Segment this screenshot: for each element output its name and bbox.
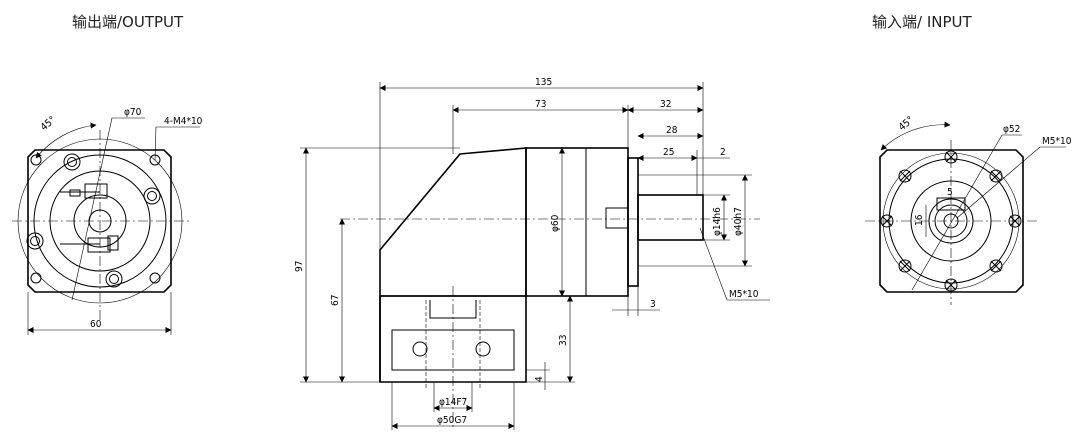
shaft-25-label: 25	[663, 147, 674, 158]
side-view: 135 73 32 28 25 2 φ60 φ14h6 φ40h7 M5*10	[294, 77, 770, 430]
body-length-label: 73	[535, 99, 546, 110]
output-view: 45° φ70 4-M4*10 60	[12, 107, 203, 335]
height-33-label: 33	[558, 335, 569, 346]
shaft-28-label: 28	[666, 125, 678, 136]
bore-diameter-label: φ14F7	[439, 397, 467, 408]
output-width-label: 60	[90, 319, 102, 330]
height-67-label: 67	[330, 295, 341, 306]
input-angle-label: 45°	[897, 115, 916, 134]
pilot-diameter-label: φ40h7	[733, 207, 744, 236]
flange-3-label: 3	[650, 299, 656, 310]
input-view: 45° φ52 M5*10 16 5	[865, 115, 1072, 305]
output-title: 输出端/OUTPUT	[72, 13, 184, 31]
input-length-label: 32	[660, 99, 671, 110]
spigot-diameter-label: φ50G7	[437, 415, 467, 426]
overall-length-label: 135	[535, 77, 552, 88]
height-97-label: 97	[294, 261, 305, 272]
input-thread-label: M5*10	[1042, 136, 1072, 147]
shaft-2-label: 2	[720, 147, 726, 158]
input-key-5-label: 5	[947, 187, 953, 198]
thread-label: M5*10	[729, 289, 759, 300]
shaft-diameter-label: φ14h6	[712, 207, 723, 236]
height-4-label: 4	[534, 376, 545, 382]
output-angle-label: 45°	[39, 115, 58, 134]
output-mount-holes-label: 4-M4*10	[164, 116, 203, 127]
input-bolt-circle-label: φ52	[1003, 124, 1020, 135]
input-key-width-label: 16	[914, 214, 925, 226]
input-title: 输入端/ INPUT	[872, 13, 972, 31]
body-diameter-label: φ60	[550, 214, 561, 232]
output-bolt-circle-label: φ70	[124, 107, 142, 118]
